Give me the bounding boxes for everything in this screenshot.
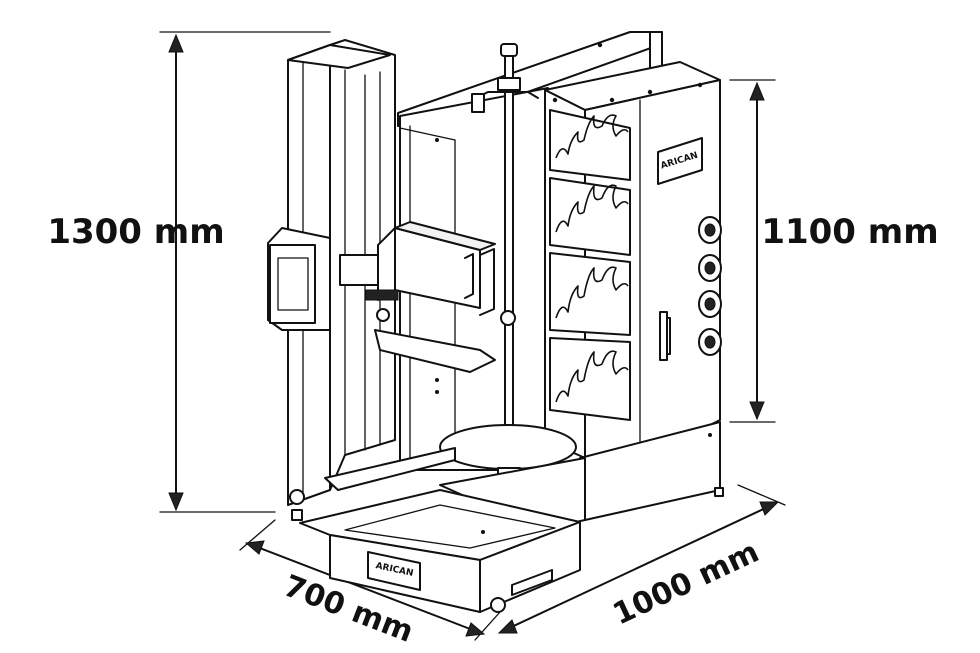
doner-machine: ARICAN xyxy=(267,31,724,613)
dimension-label-1300: 1300 mm xyxy=(47,212,224,252)
base-platform xyxy=(324,421,724,531)
control-knob-icon[interactable] xyxy=(698,216,722,244)
flame-icon xyxy=(555,114,629,403)
top-burner xyxy=(339,221,516,373)
drip-tray[interactable]: ARICAN xyxy=(289,489,581,613)
burner-panels xyxy=(549,109,631,421)
dimension-height-body: 1100 mm xyxy=(729,79,939,423)
control-knob-icon[interactable] xyxy=(698,290,722,318)
door-handle-icon[interactable] xyxy=(659,311,671,361)
control-panel xyxy=(267,227,331,331)
dimension-height-total: 1300 mm xyxy=(47,31,331,513)
dimension-label-1100: 1100 mm xyxy=(761,212,938,252)
dimension-label-1000: 1000 mm xyxy=(608,534,765,632)
control-knob-icon[interactable] xyxy=(698,328,722,356)
control-knobs xyxy=(698,216,722,356)
logo-plate-icon: ARICAN xyxy=(367,551,421,591)
control-knob-icon[interactable] xyxy=(698,254,722,282)
logo-plate-icon: ARICAN xyxy=(657,137,703,185)
heater-tower: ARICAN xyxy=(544,42,722,461)
